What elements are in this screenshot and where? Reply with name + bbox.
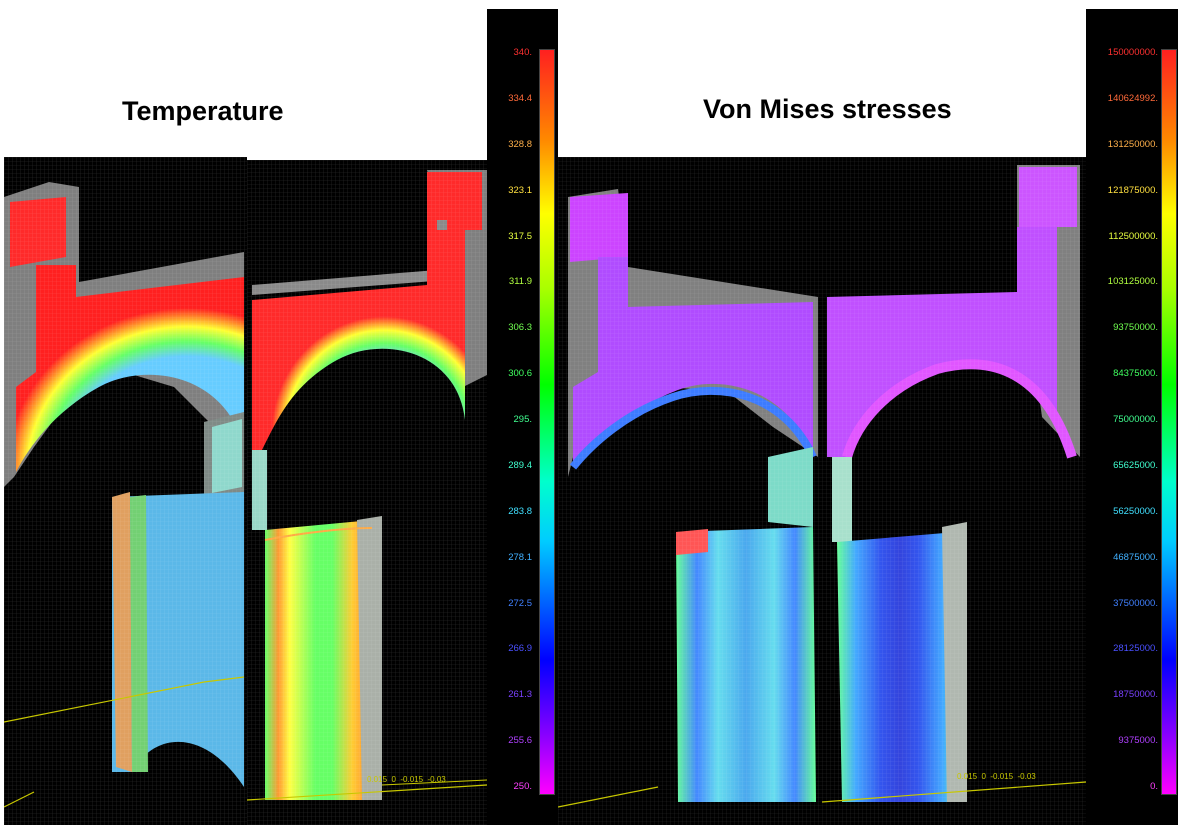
temperature-view-left [4,157,247,825]
legend-tick-label: 112500000. [1108,230,1159,242]
stress-legend: 150000000. 140624992. 131250000. 121875000.… [1086,9,1178,825]
legend-tick-label: 103125000. [1107,276,1158,288]
temperature-legend: 340. 334.4 328.8 323.1 317.5 311.9 306.3 300.6 2… [487,9,558,825]
legend-tick-label: 150000000. [1107,47,1158,58]
legend-tick-label: 250. [513,781,533,792]
legend-tick-label: 295. [513,414,533,425]
stress-view-right: 0.015 0 -0.015 -0.03 [822,157,1086,825]
legend-tick-label: 283.8 [508,505,532,517]
legend-tick-label: 334.4 [508,92,532,104]
legend-tick-label: 311.9 [508,276,532,288]
legend-tick-label: 37500000. [1113,597,1158,609]
legend-tick-label: 272.5 [508,597,532,609]
legend-tick-label: 328.8 [508,138,532,150]
legend-tick-label: 0. [1150,781,1158,792]
legend-tick-label: 65625000. [1113,459,1158,471]
temperature-view-right: 0.015 0 -0.015 -0.03 [247,160,487,825]
legend-tick-label: 323.1 [508,184,532,196]
legend-tick-label: 131250000. [1107,138,1158,150]
legend-tick-label: 140624992. [1107,92,1158,104]
temperature-model-left [4,157,247,825]
legend-tick-label: 75000000. [1113,414,1158,425]
legend-tick-label: 255.6 [508,735,532,747]
legend-tick-label: 28125000. [1113,643,1158,655]
stress-title: Von Mises stresses [703,94,952,124]
stress-axis-label: 0.015 0 -0.015 -0.03 [957,772,1036,781]
legend-tick-label: 18750000. [1113,689,1158,701]
temperature-model-right [247,160,487,825]
stress-model-left [558,157,822,825]
legend-tick-label: 289.4 [508,459,532,471]
legend-tick-label: 300.6 [508,368,532,380]
legend-tick-label: 56250000. [1113,505,1158,517]
legend-tick-label: 317.5 [508,230,532,242]
temperature-axis-label: 0.015 0 -0.015 -0.03 [367,775,446,784]
stress-model-right [822,157,1086,825]
legend-tick-label: 306.3 [508,322,532,334]
legend-tick-label: 278.1 [508,551,532,563]
stress-color-bar [1161,49,1177,795]
legend-tick-label: 9375000. [1118,735,1158,747]
temperature-title: Temperature [122,96,284,126]
legend-tick-label: 84375000. [1113,368,1158,380]
temperature-color-bar [539,49,555,795]
legend-tick-label: 266.9 [508,643,532,655]
legend-tick-label: 93750000. [1113,322,1158,334]
legend-tick-label: 121875000. [1107,184,1158,196]
stress-view-left [558,157,822,825]
legend-tick-label: 46875000. [1113,551,1158,563]
legend-tick-label: 261.3 [508,689,532,701]
legend-tick-label: 340. [513,47,533,58]
